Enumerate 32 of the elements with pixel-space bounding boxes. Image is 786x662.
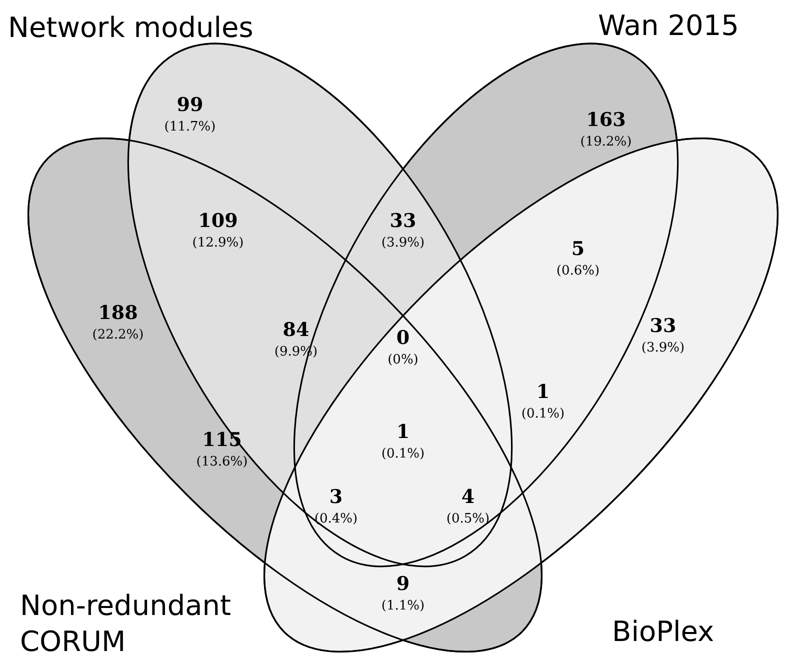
- region-count: 109: [198, 210, 238, 232]
- region-percentage: (0.1%): [381, 446, 425, 462]
- region-percentage: (12.9%): [192, 236, 244, 250]
- region-count: 9: [396, 573, 410, 595]
- region-count: 1: [536, 381, 550, 403]
- set-name: Wan 2015: [598, 8, 740, 44]
- region-count: 33: [650, 315, 676, 337]
- region-percentage: (0.5%): [446, 512, 490, 526]
- region-count: 99: [176, 94, 204, 116]
- region-count: 4: [461, 486, 475, 508]
- region-count: 188: [98, 302, 138, 324]
- region-count: 33: [390, 210, 416, 232]
- region-count: 163: [586, 109, 626, 131]
- region-percentage: (0.6%): [556, 264, 600, 278]
- region-percentage: (19.2%): [580, 134, 632, 150]
- region-percentage: (11.7%): [164, 120, 216, 134]
- region-percentage: (22.2%): [92, 328, 144, 342]
- region-percentage: (0.1%): [521, 406, 565, 422]
- set-name: Network modules: [8, 10, 254, 46]
- region-percentage: (3.9%): [641, 340, 685, 356]
- region-count: 1: [396, 421, 410, 443]
- region-count: 84: [282, 319, 310, 341]
- set-name: BioPlex: [612, 614, 716, 650]
- region-percentage: (13.6%): [196, 454, 248, 470]
- region-count: 5: [571, 238, 585, 260]
- set-name: Non-redundant CORUM: [20, 588, 232, 660]
- region-count: 3: [329, 486, 343, 508]
- region-count: 0: [396, 327, 410, 349]
- region-percentage: (1.1%): [381, 598, 425, 614]
- region-percentage: (0%): [388, 352, 418, 368]
- region-percentage: (0.4%): [314, 512, 358, 526]
- region-percentage: (3.9%): [381, 236, 425, 250]
